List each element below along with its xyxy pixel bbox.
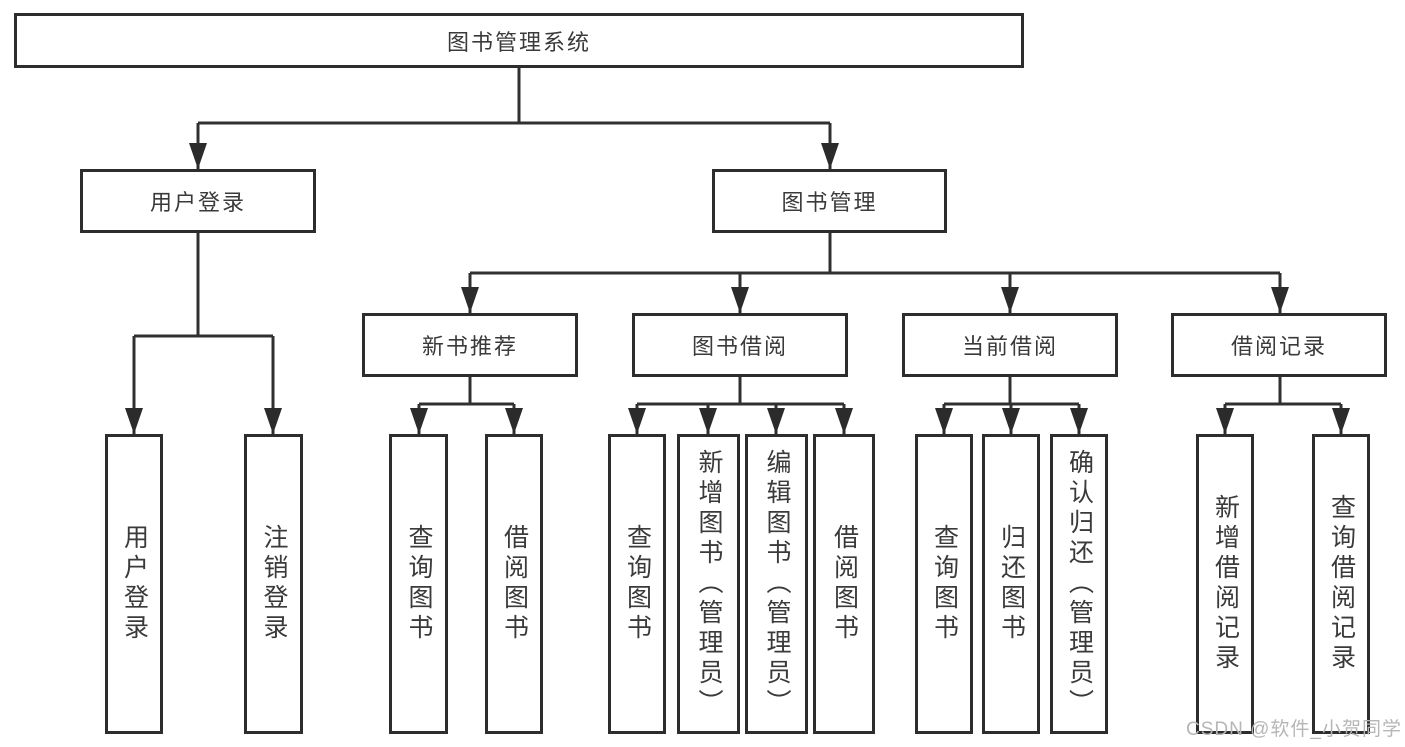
node-book-borrowing-label: 图书借阅 xyxy=(691,334,788,359)
node-new-book-recommend: 新书推荐 xyxy=(362,313,578,377)
connector-login xyxy=(132,233,275,434)
leaf-borrow-query-books-label: 查询图书 xyxy=(623,524,652,644)
leaf-current-query-books: 查询图书 xyxy=(915,434,973,734)
csdn-watermark: CSDN @软件_小贺同学 xyxy=(1186,719,1402,740)
leaf-logout-label: 注销登录 xyxy=(260,524,288,644)
node-current-borrowing-label: 当前借阅 xyxy=(961,334,1058,359)
leaf-records-add-record: 新增借阅记录 xyxy=(1196,434,1254,734)
leaf-current-query-books-label: 查询图书 xyxy=(930,524,959,644)
node-borrowing-records: 借阅记录 xyxy=(1171,313,1387,377)
node-user-login-label: 用户登录 xyxy=(149,190,246,215)
leaf-records-query-record: 查询借阅记录 xyxy=(1312,434,1370,734)
leaf-borrow-edit-books-admin-label: 编辑图书（管理员） xyxy=(763,449,791,719)
arrowhead-icons xyxy=(125,143,1350,434)
connector-root xyxy=(196,68,832,169)
node-book-management-label: 图书管理 xyxy=(781,190,878,215)
node-book-management: 图书管理 xyxy=(712,169,947,233)
connector-records xyxy=(1223,377,1343,434)
connector-borrow xyxy=(635,377,846,434)
leaf-borrow-borrow-books-label: 借阅图书 xyxy=(830,524,859,644)
leaf-records-add-record-label: 新增借阅记录 xyxy=(1211,494,1240,674)
leaf-rec-borrow-books: 借阅图书 xyxy=(485,434,543,734)
leaf-borrow-edit-books-admin: 编辑图书（管理员） xyxy=(745,434,808,734)
leaf-borrow-add-books-admin: 新增图书（管理员） xyxy=(677,434,740,734)
leaf-rec-query-books-label: 查询图书 xyxy=(405,524,433,644)
connector-rec xyxy=(417,377,516,434)
node-borrowing-records-label: 借阅记录 xyxy=(1230,334,1327,359)
leaf-borrow-borrow-books: 借阅图书 xyxy=(813,434,875,734)
leaf-records-query-record-label: 查询借阅记录 xyxy=(1327,494,1356,674)
leaf-current-confirm-return-admin: 确认归还（管理员） xyxy=(1050,434,1108,734)
leaf-rec-borrow-books-label: 借阅图书 xyxy=(500,524,529,644)
node-user-login: 用户登录 xyxy=(80,169,316,233)
node-root-label: 图书管理系统 xyxy=(446,29,591,55)
node-root: 图书管理系统 xyxy=(14,13,1024,68)
leaf-current-return-books: 归还图书 xyxy=(982,434,1040,734)
leaf-current-return-books-label: 归还图书 xyxy=(997,524,1026,644)
leaf-rec-query-books: 查询图书 xyxy=(389,434,448,734)
leaf-current-confirm-return-admin-label: 确认归还（管理员） xyxy=(1065,449,1094,719)
connector-mgmt xyxy=(468,233,1282,313)
node-new-book-recommend-label: 新书推荐 xyxy=(421,334,518,359)
leaf-user-login-label: 用户登录 xyxy=(120,524,149,644)
node-book-borrowing: 图书借阅 xyxy=(632,313,848,377)
node-current-borrowing: 当前借阅 xyxy=(902,313,1118,377)
leaf-logout: 注销登录 xyxy=(244,434,303,734)
leaf-borrow-query-books: 查询图书 xyxy=(608,434,666,734)
leaf-user-login: 用户登录 xyxy=(105,434,163,734)
leaf-borrow-add-books-admin-label: 新增图书（管理员） xyxy=(695,449,723,719)
